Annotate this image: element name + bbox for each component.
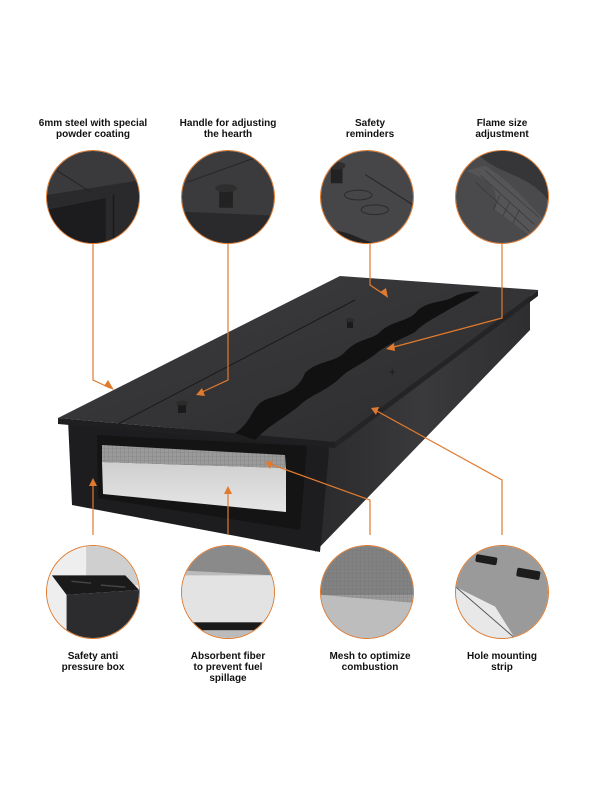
label-line: powder coating [56, 129, 130, 140]
label-line: to prevent fuel [193, 662, 263, 673]
feature-label-powder-coating: 6mm steel with special powder coating [28, 118, 158, 140]
feature-label-safety-reminders: Safety reminders [305, 118, 435, 140]
detail-circle-pressure-box [46, 545, 140, 639]
feature-label-mounting-strip: Hole mounting strip [437, 651, 567, 673]
feature-label-handle: Handle for adjusting the hearth [163, 118, 293, 140]
label-line: combustion [341, 662, 399, 673]
flame-adjuster-closeup-icon [456, 151, 548, 243]
label-line: pressure box [61, 662, 125, 673]
leader-lines [92, 244, 503, 535]
label-line: Flame size [476, 118, 528, 129]
label-line: adjustment [475, 129, 529, 140]
label-line: Mesh to optimize [329, 651, 411, 662]
safety-symbols-closeup-icon [321, 151, 413, 243]
label-line: Safety anti [67, 651, 119, 662]
handle-closeup-icon [182, 151, 274, 243]
detail-circle-powder-coating [46, 150, 140, 244]
detail-circle-mesh [320, 545, 414, 639]
detail-circle-handle [181, 150, 275, 244]
detail-circle-mounting-strip [455, 545, 549, 639]
mesh-closeup-icon [321, 546, 413, 638]
feature-label-flame-size: Flame size adjustment [437, 118, 567, 140]
fireplace-insert-render: + [58, 276, 538, 552]
leader-arrowheads [89, 288, 395, 494]
label-line: the hearth [203, 129, 253, 140]
label-line: Handle for adjusting [179, 118, 277, 129]
mounting-holes-closeup-icon [456, 546, 548, 638]
feature-label-mesh: Mesh to optimize combustion [305, 651, 435, 673]
detail-circle-absorbent-fiber [181, 545, 275, 639]
svg-text:+: + [388, 367, 396, 378]
label-line: 6mm steel with special [38, 118, 148, 129]
pressure-box-closeup-icon [47, 546, 139, 638]
label-line: Absorbent fiber [190, 651, 266, 662]
label-line: reminders [345, 129, 395, 140]
label-line: spillage [209, 673, 247, 684]
detail-circle-safety-reminders [320, 150, 414, 244]
label-line: strip [491, 662, 513, 673]
detail-circle-flame-size [455, 150, 549, 244]
label-line: Hole mounting [467, 651, 537, 662]
feature-label-pressure-box: Safety anti pressure box [28, 651, 158, 673]
fiber-closeup-icon [182, 546, 274, 638]
feature-label-absorbent-fiber: Absorbent fiber to prevent fuel spillage [163, 651, 293, 684]
label-line: Safety [354, 118, 385, 129]
steel-edge-closeup-icon [47, 151, 139, 243]
